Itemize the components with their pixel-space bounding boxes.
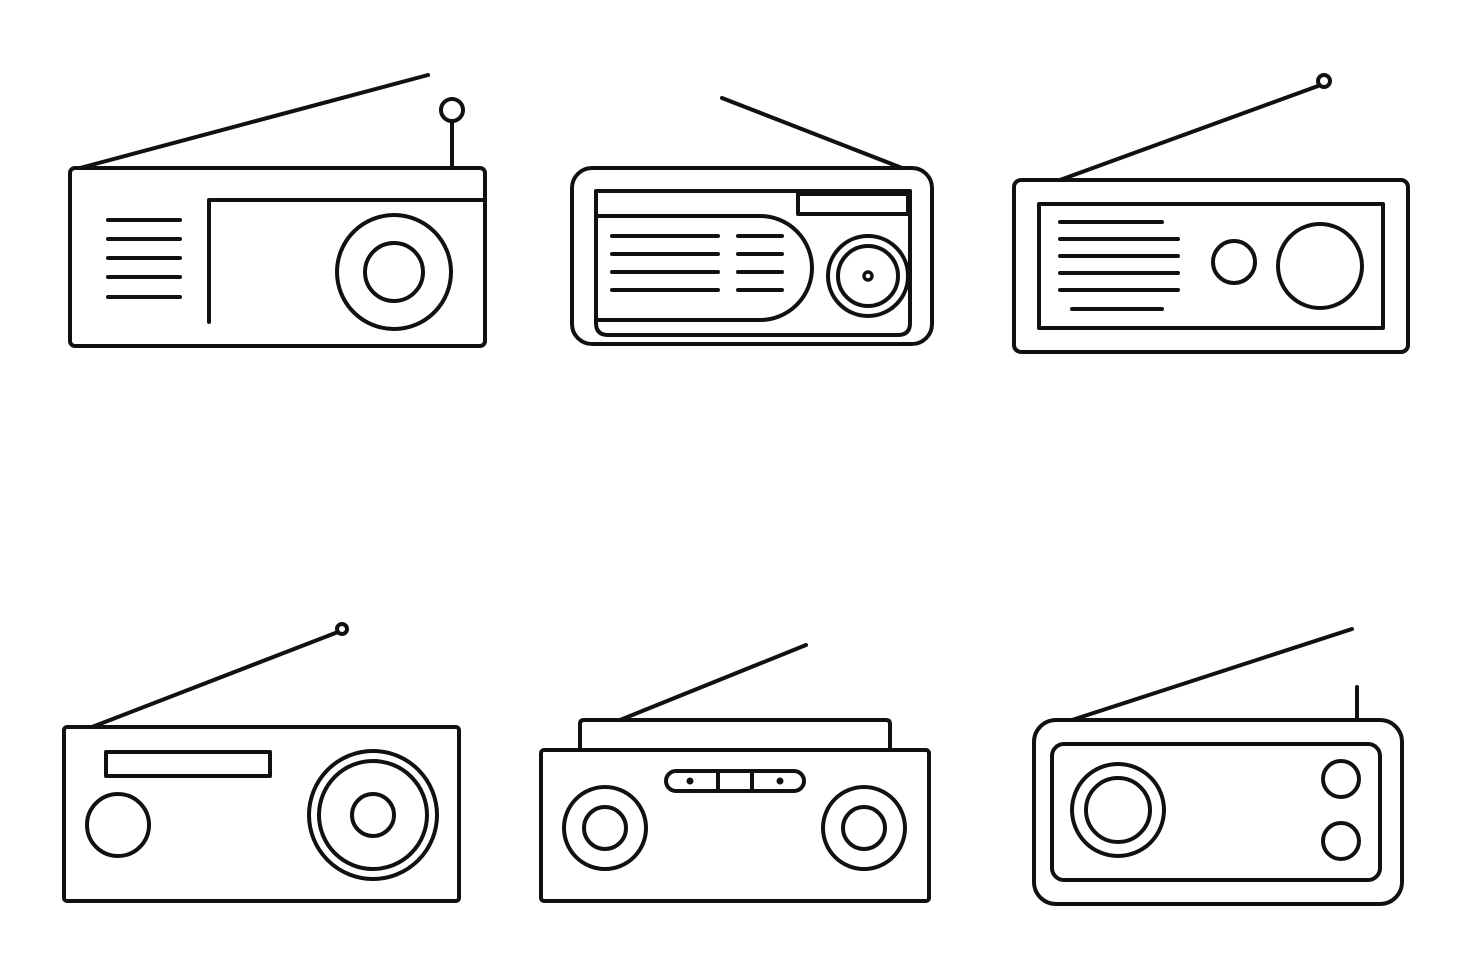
small-knob <box>1211 239 1257 285</box>
radio-icon-boombox <box>539 643 931 903</box>
lower-knob <box>1321 821 1361 861</box>
upper-knob <box>1321 759 1361 799</box>
speaker-grille-lines <box>106 218 182 299</box>
left-speaker-inner <box>582 805 628 851</box>
dial-center-dot <box>862 270 874 282</box>
button-dot <box>776 777 784 785</box>
radio-icon-speaker-tuner <box>62 622 461 903</box>
large-knob <box>1276 222 1364 310</box>
speaker-outer-ring <box>307 749 439 881</box>
speaker-outer-ring <box>1070 762 1166 858</box>
radio-icon-rounded-dial <box>570 96 934 346</box>
right-speaker-inner <box>841 805 887 851</box>
cassette-buttons <box>664 769 806 793</box>
speaker-grille-lines <box>1058 220 1180 311</box>
speaker-outer-ring <box>335 213 453 331</box>
button-dot <box>686 777 694 785</box>
radio-icon-wide-panel <box>68 73 487 348</box>
radio-icon-rounded-two-knobs <box>1032 627 1404 906</box>
speaker-inner-ring <box>363 241 425 303</box>
speaker-middle-ring <box>317 759 429 871</box>
tuner-scale-lines <box>610 234 784 292</box>
radio-icon-double-frame <box>1012 73 1410 354</box>
volume-knob <box>85 792 151 858</box>
right-speaker-outer <box>821 785 907 871</box>
speaker-inner-ring <box>350 792 396 838</box>
dial-inner-ring <box>836 244 900 308</box>
tuner-display <box>104 750 272 778</box>
speaker-inner-ring <box>1084 776 1152 844</box>
dial-outer-ring <box>826 234 910 318</box>
left-speaker-outer <box>562 785 648 871</box>
